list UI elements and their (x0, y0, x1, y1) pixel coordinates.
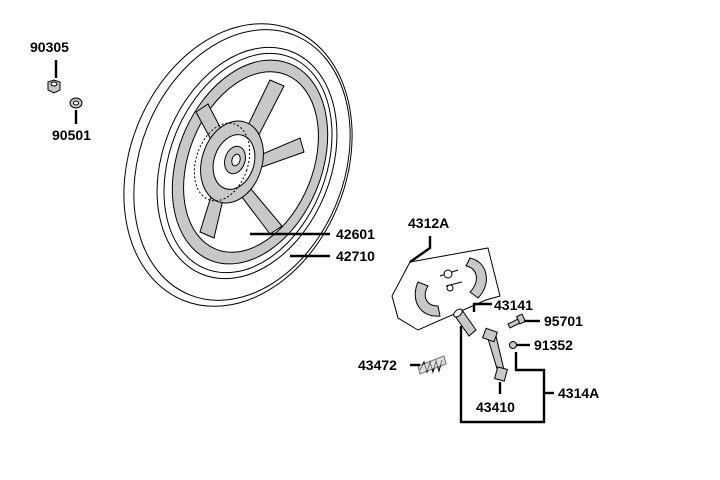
brake-cam-shaft (453, 308, 477, 337)
label-90501: 90501 (52, 127, 91, 143)
brake-arm (482, 327, 508, 382)
rim-edge (163, 52, 333, 274)
part-labels: 90305 90501 42601 42710 4312A 43141 9570… (30, 39, 599, 415)
brake-shoe-left (414, 281, 441, 317)
washer-90501 (69, 97, 83, 109)
brake-shoe-right (465, 257, 487, 299)
label-43472: 43472 (358, 357, 397, 373)
brake-shoe-set (391, 247, 501, 331)
tire-sidewall (156, 46, 338, 280)
nut-91352 (509, 341, 517, 349)
label-4314A: 4314A (558, 385, 599, 401)
nut-90305 (47, 79, 61, 94)
label-95701: 95701 (544, 313, 583, 329)
spring-43472 (417, 355, 447, 375)
label-42601: 42601 (336, 226, 375, 242)
label-91352: 91352 (534, 337, 573, 353)
bolt-95701 (507, 313, 527, 329)
label-43141: 43141 (494, 297, 533, 313)
label-90305: 90305 (30, 39, 69, 55)
label-43410: 43410 (476, 399, 515, 415)
label-42710: 42710 (336, 248, 375, 264)
tire-tread-line (133, 29, 351, 301)
wheel-assembly (123, 23, 353, 307)
leader-lines (54, 60, 554, 424)
label-4312A: 4312A (408, 215, 449, 231)
